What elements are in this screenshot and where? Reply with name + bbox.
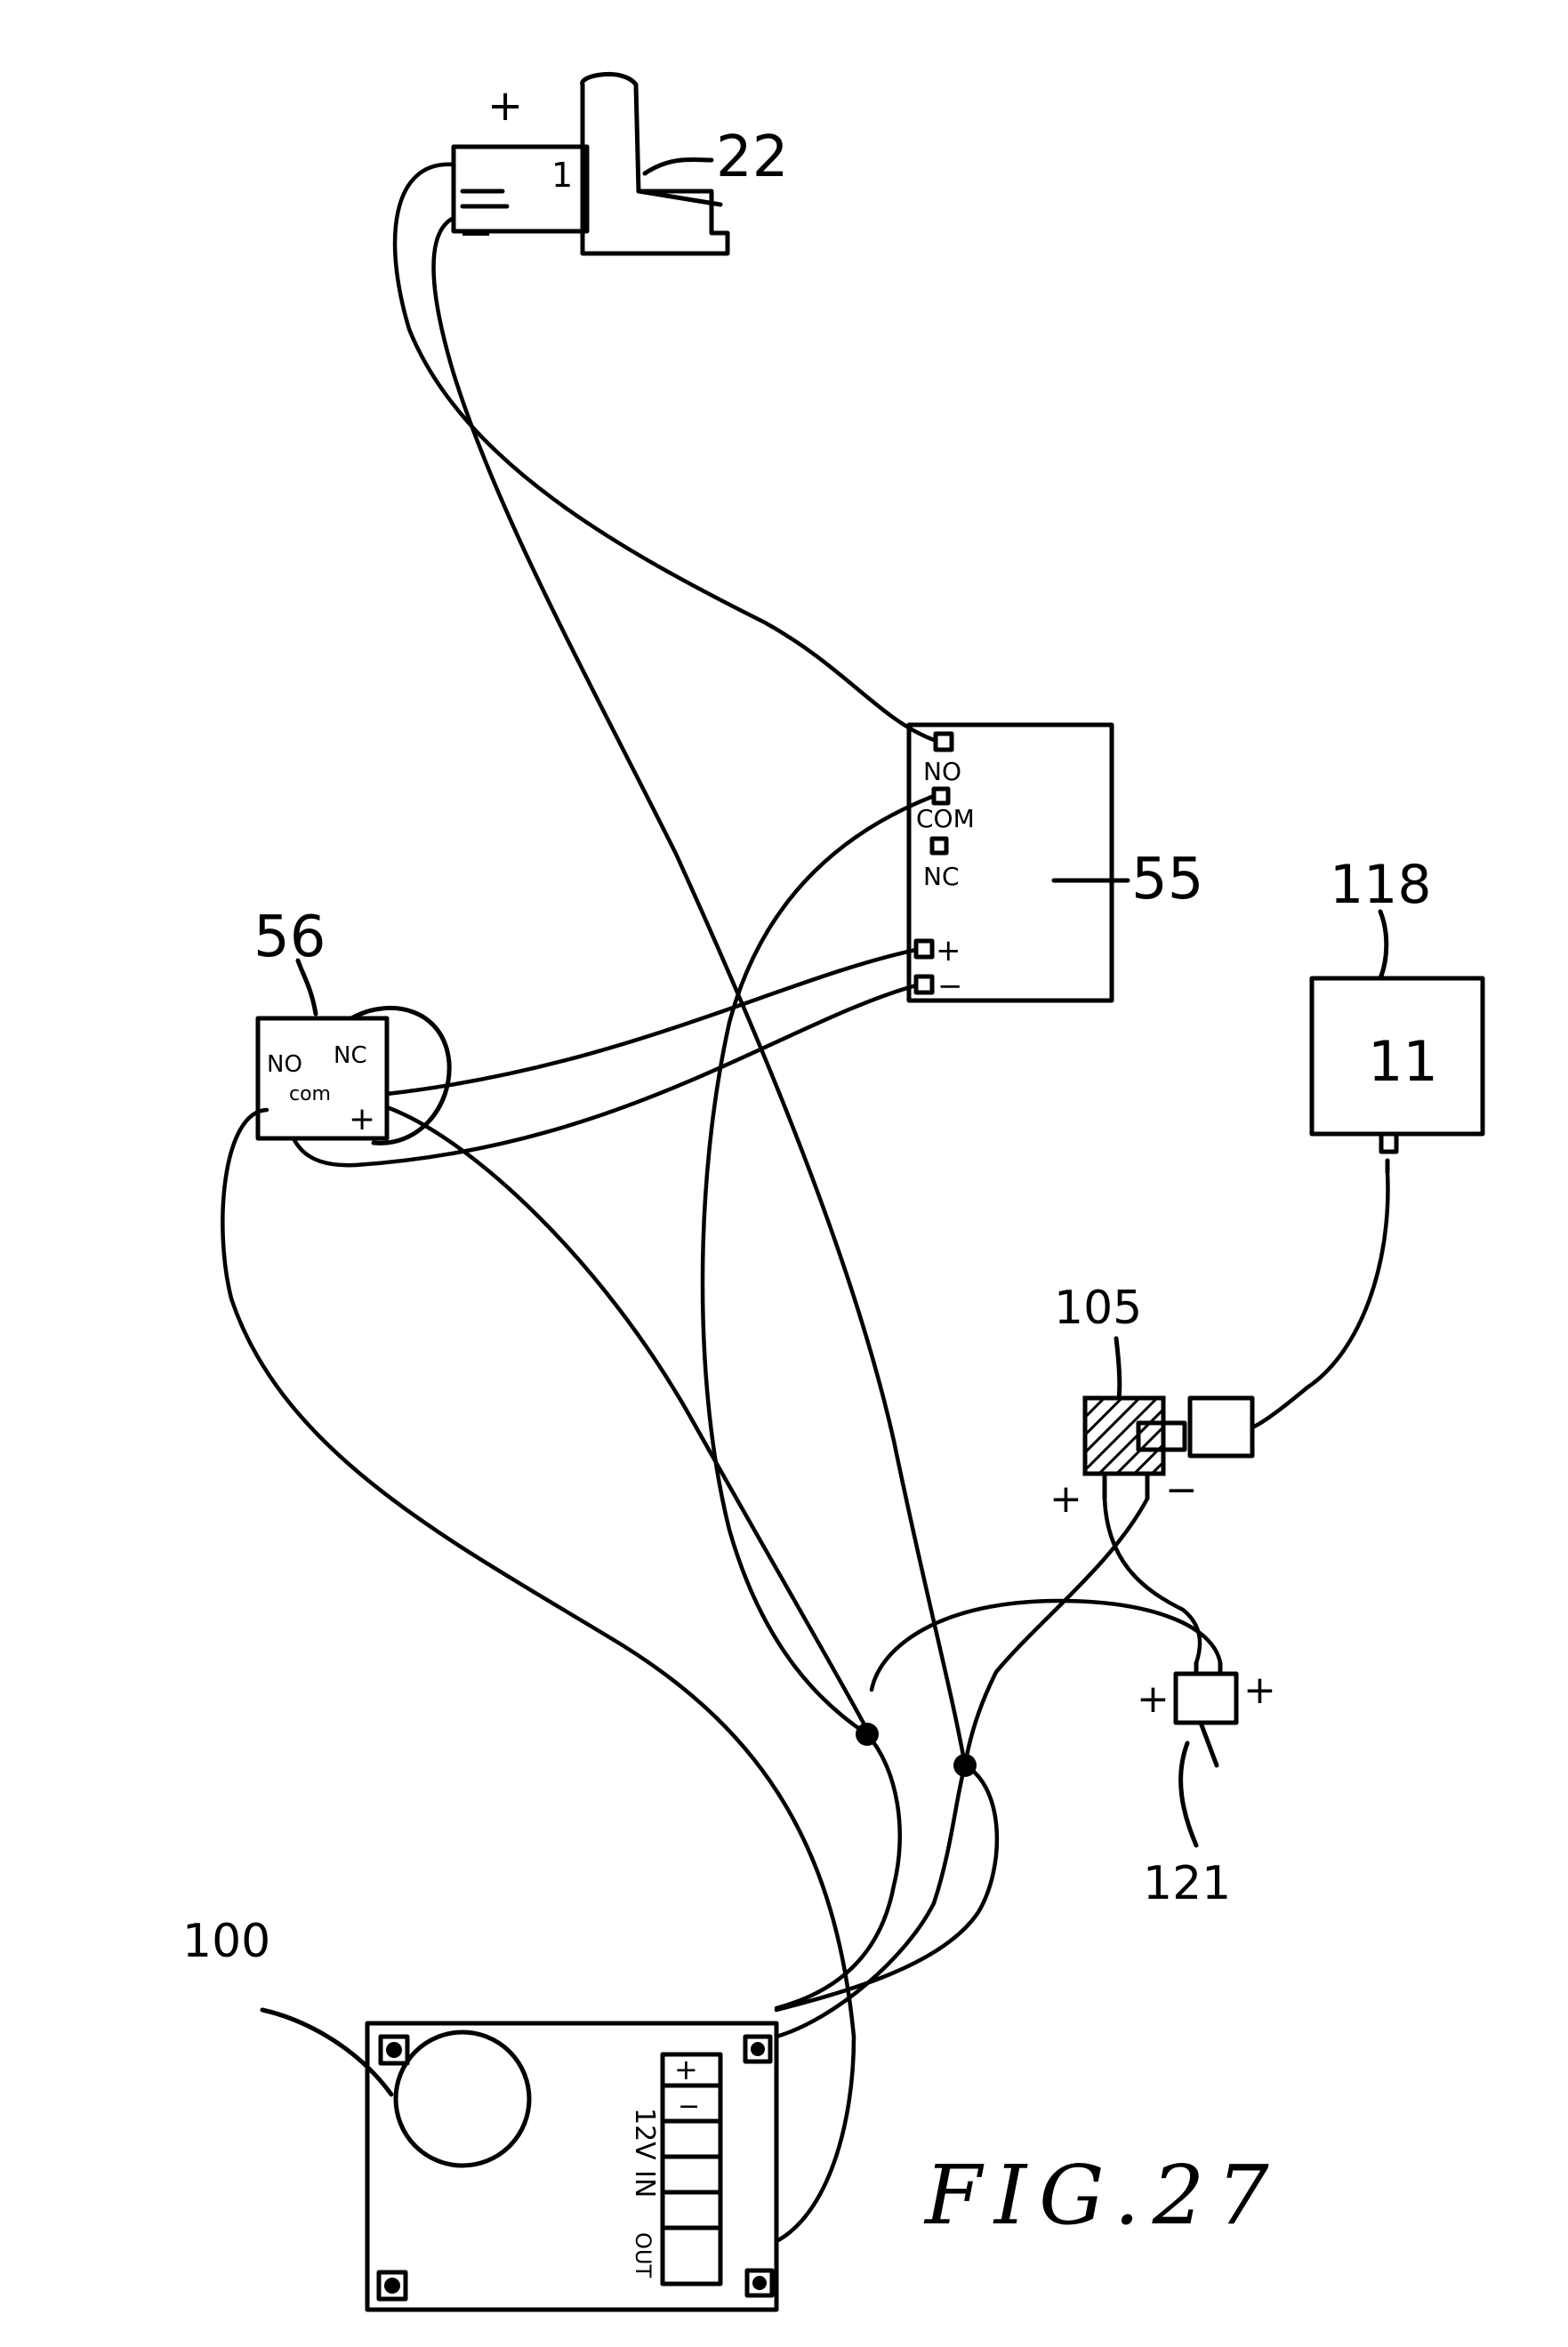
plus-left-label-121: + — [1137, 1676, 1170, 1722]
adapter-105: + − 105 — [1049, 1282, 1255, 1522]
minus-label-100: − — [678, 2091, 700, 2122]
outlet-slots: 11 — [1368, 1029, 1438, 1094]
minus-label-105: − — [1165, 1467, 1198, 1513]
no-label-56: NO — [267, 1051, 302, 1078]
one-label-22: 1 — [551, 156, 573, 195]
plus-label-22: + — [487, 81, 523, 131]
ref-100: 100 — [182, 1915, 270, 1968]
relay-module-55: NO COM NC + − 55 — [906, 722, 1203, 1004]
figure-caption: FIG.27 — [923, 2148, 1282, 2243]
ref-105: 105 — [1054, 1282, 1142, 1335]
nc-label-56: NC — [334, 1042, 367, 1069]
ref-22: 22 — [716, 125, 788, 190]
control-board-100: 12V IN OUT + − 100 — [182, 1915, 779, 2312]
switch-56: NO NC com + 56 — [253, 904, 452, 1145]
ref-118: 118 — [1330, 854, 1432, 916]
plus-label-55: + — [936, 933, 961, 969]
com-label-55: COM — [916, 804, 975, 833]
ref-55: 55 — [1131, 847, 1203, 912]
connector-121: + + 121 — [1137, 1660, 1276, 1910]
plus-right-label-121: + — [1243, 1668, 1276, 1713]
in-label: IN — [629, 2170, 660, 2198]
component-22: + 1 − 22 — [451, 71, 788, 258]
plus-label-100: + — [674, 2053, 698, 2086]
outlet-118: 11 118 — [1309, 854, 1485, 1175]
wiring — [221, 162, 1390, 2244]
minus-label-22: − — [458, 208, 494, 258]
v12-label: 12V — [629, 2108, 660, 2160]
minus-label-55: − — [937, 969, 963, 1004]
nc-label-55: NC — [923, 862, 960, 891]
com-label-56: com — [289, 1083, 331, 1105]
figure-label: FIG.27 — [923, 2148, 1282, 2243]
ref-121: 121 — [1143, 1857, 1231, 1910]
no-label-55: NO — [923, 757, 961, 786]
out-label: OUT — [631, 2232, 655, 2278]
plus-label-105: + — [1049, 1476, 1082, 1522]
plus-label-56: + — [349, 1101, 375, 1137]
ref-56: 56 — [253, 904, 326, 970]
